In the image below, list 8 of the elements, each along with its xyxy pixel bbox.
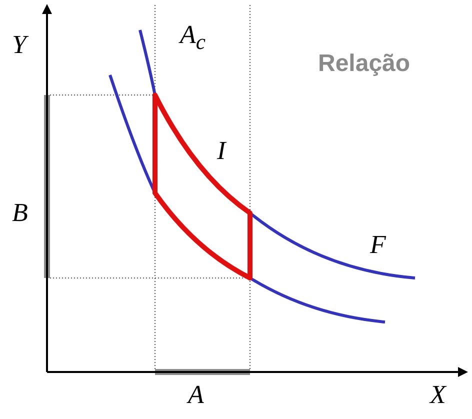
title-text: Relação (318, 52, 410, 76)
axis-label: Y (12, 32, 26, 58)
axis-label: X (430, 382, 446, 408)
axis-label: B (12, 200, 28, 226)
axis-label: A (188, 382, 204, 408)
point-label: A$_{c}$ (180, 22, 206, 54)
curve-label: F (370, 232, 386, 258)
region-label: I (217, 138, 226, 164)
